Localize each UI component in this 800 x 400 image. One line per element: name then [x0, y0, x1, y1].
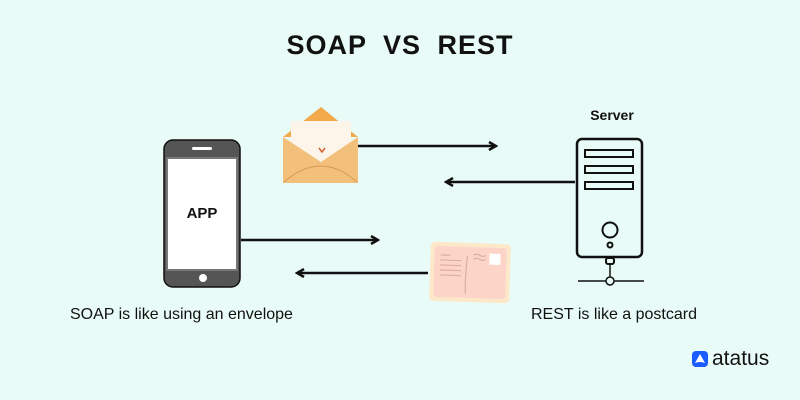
phone-icon: [163, 139, 241, 288]
soap-caption: SOAP is like using an envelope: [70, 306, 293, 323]
logo-text: atatus: [712, 347, 770, 370]
server-label: Server: [590, 107, 634, 123]
server-icon: [575, 137, 644, 286]
page-title: SOAP VS REST: [286, 30, 514, 60]
postcard-icon: [429, 241, 511, 304]
app-label: APP: [186, 205, 218, 222]
atatus-logo: atatus: [692, 347, 769, 371]
rest-caption: REST is like a postcard: [531, 306, 697, 323]
atatus-logo-icon: [692, 351, 708, 367]
envelope-icon: [283, 107, 358, 183]
